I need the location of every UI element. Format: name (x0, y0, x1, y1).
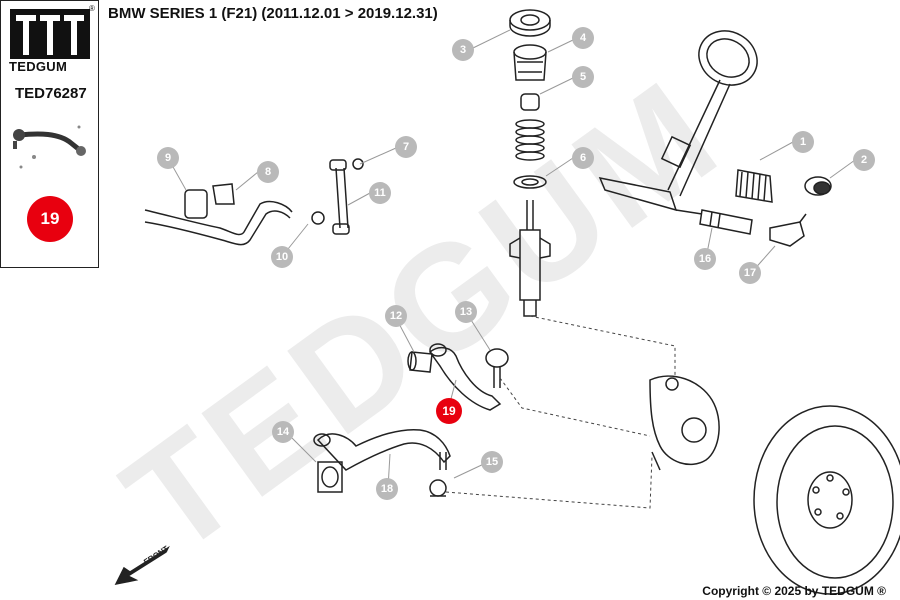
callout-1[interactable]: 1 (792, 131, 814, 153)
callout-12[interactable]: 12 (385, 305, 407, 327)
steering-knuckle-icon (649, 375, 720, 471)
callout-11[interactable]: 11 (369, 182, 391, 204)
product-sidebar: ® TEDGUM TED76287 19 (0, 0, 99, 268)
wheel-tire-icon (753, 405, 900, 595)
bushing-14-icon (317, 461, 343, 493)
part-number: TED76287 (15, 85, 87, 102)
anti-roll-bar-icon (144, 189, 293, 246)
front-label: FRONT (142, 544, 170, 567)
bushing-13-icon (485, 348, 509, 368)
front-arrow-icon (114, 545, 170, 586)
coil-spring-icon (515, 119, 545, 161)
steering-wheel-icon (598, 30, 758, 215)
assembly-lines (445, 315, 676, 509)
callout-4[interactable]: 4 (572, 27, 594, 49)
dust-cap-icon (520, 93, 540, 111)
callout-8[interactable]: 8 (257, 161, 279, 183)
steering-boot-icon (735, 169, 773, 203)
callout-5[interactable]: 5 (572, 66, 594, 88)
bushing-12-icon (407, 351, 433, 373)
brand-name: TEDGUM (9, 59, 68, 74)
callout-18[interactable]: 18 (376, 478, 398, 500)
callout-10[interactable]: 10 (271, 246, 293, 268)
spring-seat-icon (513, 175, 547, 189)
callout-15[interactable]: 15 (481, 451, 503, 473)
bushing-icon (804, 176, 832, 196)
control-arm-19-icon (428, 343, 502, 411)
callout-3[interactable]: 3 (452, 39, 474, 61)
tie-rod-end-icon (769, 213, 807, 247)
copyright: Copyright © 2025 by TEDGUM ® (702, 584, 886, 598)
strut-mount-icon (509, 9, 551, 37)
ball-joint-15-icon (429, 479, 447, 497)
stabilizer-clamp-icon (212, 183, 235, 205)
callout-9[interactable]: 9 (157, 147, 179, 169)
stabilizer-link-icon (311, 158, 364, 235)
highlight-badge: 19 (27, 196, 73, 242)
tedgum-logo-icon (10, 9, 90, 59)
tie-rod-icon (699, 209, 753, 235)
registered-mark: ® (89, 4, 95, 13)
callout-2[interactable]: 2 (853, 149, 875, 171)
callout-19[interactable]: 19 (436, 398, 462, 424)
callout-6[interactable]: 6 (572, 147, 594, 169)
callout-7[interactable]: 7 (395, 136, 417, 158)
control-arm-18-icon (313, 428, 451, 471)
shock-absorber-icon (509, 200, 551, 317)
page-title: BMW SERIES 1 (F21) (2011.12.01 > 2019.12… (108, 5, 438, 22)
callout-13[interactable]: 13 (455, 301, 477, 323)
callout-14[interactable]: 14 (272, 421, 294, 443)
bump-stop-icon (513, 44, 547, 81)
callout-16[interactable]: 16 (694, 248, 716, 270)
part-thumbnail-icon (13, 125, 86, 169)
callout-17[interactable]: 17 (739, 262, 761, 284)
